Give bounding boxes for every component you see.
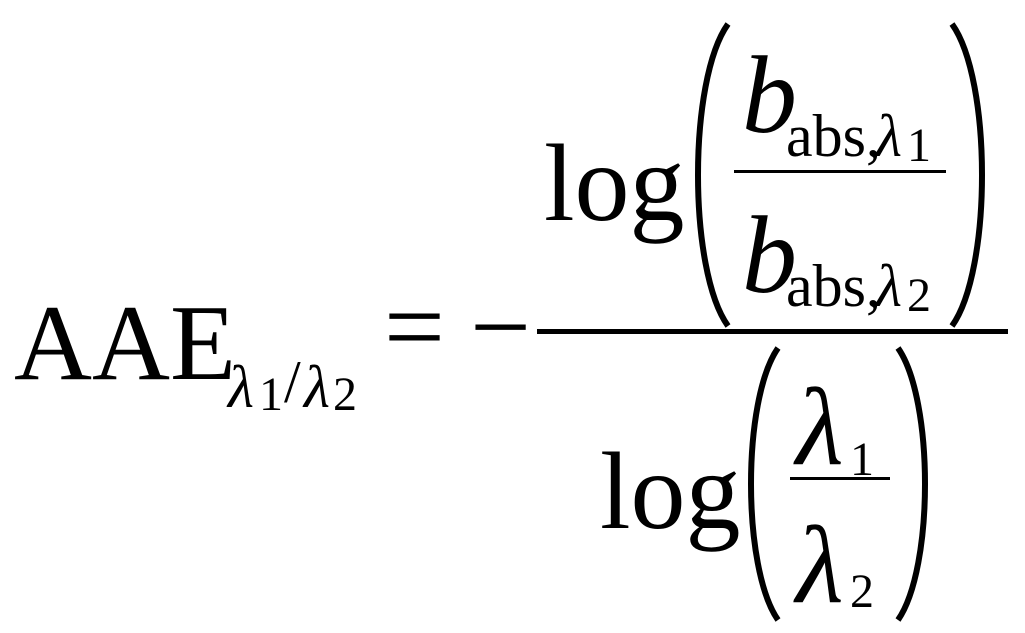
num-bottom-sub-text: abs, xyxy=(786,253,881,319)
lhs-subscript-idx1: 1 xyxy=(259,368,283,421)
denominator-left-paren xyxy=(748,346,781,622)
num-bottom-sub-idx: 2 xyxy=(907,269,931,322)
numerator-log: log xyxy=(544,122,685,244)
lhs-subscript-separator: / xyxy=(284,349,301,415)
den-top-lambda: λ xyxy=(796,366,844,488)
den-top-idx: 1 xyxy=(850,433,874,486)
main-fraction-bar xyxy=(537,329,1008,334)
num-bottom-b: b xyxy=(742,194,797,316)
lhs-subscript-var1: λ xyxy=(228,354,254,420)
num-top-sub-text: abs, xyxy=(786,103,881,169)
den-bottom-lambda: λ xyxy=(796,504,844,626)
num-top-sub-var: λ xyxy=(876,103,902,169)
numerator-left-paren xyxy=(695,22,731,328)
lhs-subscript-idx2: 2 xyxy=(333,368,357,421)
num-top-sub-idx: 1 xyxy=(907,119,931,172)
equals-sign: = xyxy=(384,268,445,387)
denominator-right-paren xyxy=(895,346,928,622)
den-bottom-idx: 2 xyxy=(850,565,874,618)
lhs-symbol: AAE xyxy=(14,284,236,403)
num-top-b: b xyxy=(742,34,797,156)
num-bottom-sub-var: λ xyxy=(876,253,902,319)
denominator-inner-fraction-bar xyxy=(790,477,890,480)
numerator-right-paren xyxy=(949,22,985,328)
denominator-log: log xyxy=(600,430,741,552)
numerator-inner-fraction-bar xyxy=(734,170,946,173)
lhs-subscript-var2: λ xyxy=(304,354,330,420)
minus-sign: − xyxy=(470,268,531,387)
